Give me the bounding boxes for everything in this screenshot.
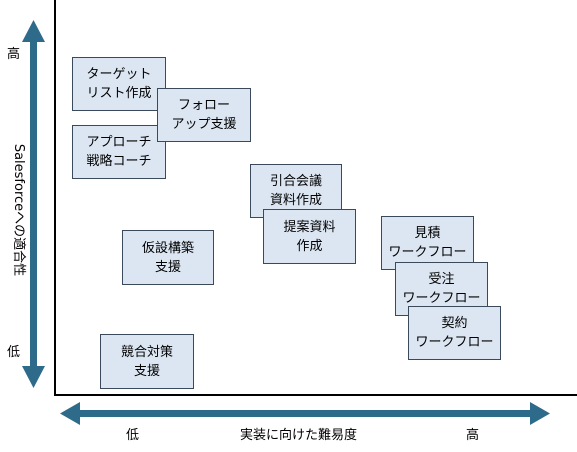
box-approach-coach: アプローチ 戦略コーチ — [72, 125, 166, 179]
y-axis-high-label: 高 — [7, 47, 21, 62]
box-hypothesis-support: 仮設構築 支援 — [122, 230, 214, 285]
x-axis-high-label: 高 — [466, 428, 480, 443]
y-axis-arrow — [22, 20, 45, 388]
box-proposal-docs: 提案資料 作成 — [263, 209, 356, 264]
x-axis-arrow — [60, 402, 550, 425]
box-estimate-workflow: 見積 ワークフロー — [381, 216, 474, 270]
box-competitor-support: 競合対策 支援 — [100, 334, 194, 389]
box-contract-workflow: 契約 ワークフロー — [408, 306, 501, 360]
y-axis-title: Salesforceへの適合性 — [11, 143, 26, 277]
x-axis-line — [54, 394, 577, 396]
y-axis-line — [54, 0, 56, 396]
box-target-list: ターゲット リスト作成 — [72, 57, 166, 111]
x-axis-title: 実装に向けた難易度 — [240, 428, 358, 443]
y-axis-low-label: 低 — [7, 345, 21, 360]
box-follow-support: フォロー アップ支援 — [157, 88, 251, 142]
x-axis-low-label: 低 — [126, 428, 140, 443]
